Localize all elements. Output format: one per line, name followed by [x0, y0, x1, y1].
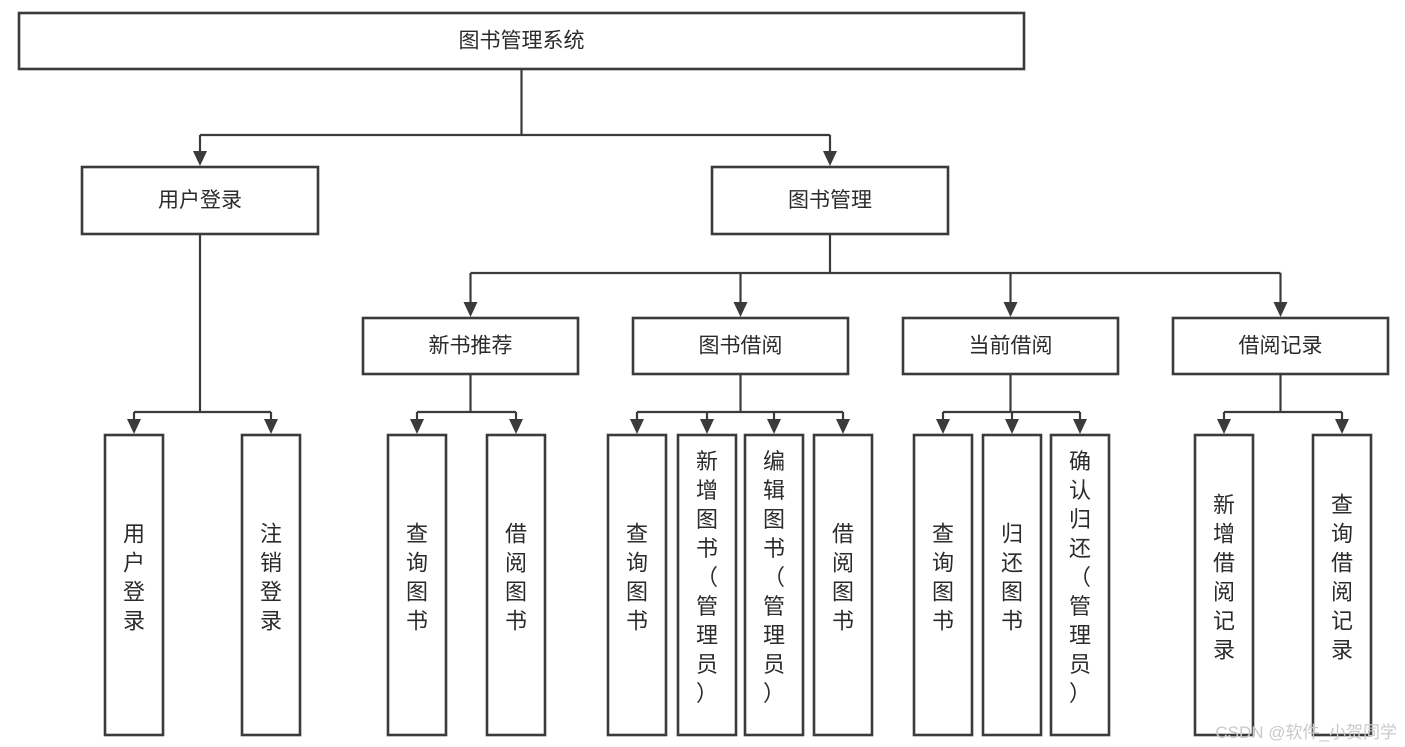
node-l4-a1[interactable]: 用户登录 [103, 433, 165, 737]
node-box [710, 165, 950, 236]
node-label: 归还图书 [1001, 522, 1023, 634]
node-l2-book[interactable]: 图书管理 [710, 165, 950, 236]
node-root[interactable]: 图书管理系统 [17, 11, 1026, 71]
node-label: 借阅记录 [1239, 335, 1323, 358]
arrow-head-icon [767, 419, 781, 434]
node-box [103, 433, 165, 737]
node-l4-c3[interactable]: 编辑图书（管理员） [743, 433, 805, 737]
arrow-head-icon [1073, 419, 1087, 434]
node-label: 查询图书 [932, 522, 954, 634]
node-label: 用户登录 [158, 189, 242, 212]
node-l3-current[interactable]: 当前借阅 [901, 316, 1120, 376]
node-label: 查询借阅记录 [1331, 493, 1353, 663]
node-label: 借阅图书 [832, 522, 854, 634]
node-l4-c1[interactable]: 查询图书 [606, 433, 668, 737]
arrow-head-icon [463, 302, 478, 317]
csdn-watermark: CSDN @软件_小贺同学 [1215, 723, 1397, 742]
node-box [606, 433, 668, 737]
arrow-head-icon [1273, 302, 1288, 317]
node-l4-b2[interactable]: 借阅图书 [485, 433, 547, 737]
node-box [1171, 316, 1390, 376]
node-label: 注销登录 [260, 522, 282, 634]
arrow-head-icon [700, 419, 714, 434]
node-label: 借阅图书 [505, 522, 527, 634]
arrow-head-icon [936, 419, 950, 434]
node-l4-d2[interactable]: 归还图书 [981, 433, 1043, 737]
arrow-head-icon [1335, 419, 1349, 434]
arrow-head-icon [836, 419, 850, 434]
node-label: 用户登录 [123, 522, 145, 634]
node-l4-c2[interactable]: 新增图书（管理员） [676, 433, 738, 737]
node-box [386, 433, 448, 737]
node-box [743, 433, 805, 737]
arrow-head-icon [264, 419, 278, 434]
arrow-head-icon [410, 419, 424, 434]
arrow-head-icon [630, 419, 644, 434]
node-label: 查询图书 [626, 522, 648, 634]
node-label: 新增图书（管理员） [696, 449, 718, 706]
arrow-head-icon [1003, 302, 1018, 317]
node-label: 确认归还（管理员） [1069, 449, 1091, 706]
node-box [812, 433, 874, 737]
node-label: 当前借阅 [969, 335, 1053, 358]
edges-layer [127, 69, 1349, 434]
node-box [240, 433, 302, 737]
node-box [1049, 433, 1111, 737]
node-box [676, 433, 738, 737]
node-l4-e1[interactable]: 新增借阅记录 [1193, 433, 1255, 737]
arrow-head-icon [127, 419, 141, 434]
node-box [912, 433, 974, 737]
node-l3-borrow[interactable]: 图书借阅 [631, 316, 850, 376]
node-label: 新增借阅记录 [1213, 493, 1235, 663]
node-l3-record[interactable]: 借阅记录 [1171, 316, 1390, 376]
node-box [1311, 433, 1373, 737]
node-box [485, 433, 547, 737]
node-label: 编辑图书（管理员） [763, 449, 785, 706]
node-box [361, 316, 580, 376]
node-box [631, 316, 850, 376]
node-label: 新书推荐 [429, 335, 513, 358]
node-l3-newrec[interactable]: 新书推荐 [361, 316, 580, 376]
node-label: 查询图书 [406, 522, 428, 634]
node-l4-b1[interactable]: 查询图书 [386, 433, 448, 737]
node-l4-d3[interactable]: 确认归还（管理员） [1049, 433, 1111, 737]
arrow-head-icon [1217, 419, 1231, 434]
node-l2-login[interactable]: 用户登录 [80, 165, 320, 236]
node-label: 图书借阅 [699, 335, 783, 358]
arrow-head-icon [733, 302, 748, 317]
arrow-head-icon [509, 419, 523, 434]
node-l4-c4[interactable]: 借阅图书 [812, 433, 874, 737]
arrow-head-icon [193, 151, 207, 166]
node-box [1193, 433, 1255, 737]
node-box [901, 316, 1120, 376]
node-l4-e2[interactable]: 查询借阅记录 [1311, 433, 1373, 737]
node-box [981, 433, 1043, 737]
node-box [80, 165, 320, 236]
nodes-layer: 图书管理系统用户登录图书管理新书推荐图书借阅当前借阅借阅记录用户登录注销登录查询… [17, 11, 1390, 737]
node-l4-d1[interactable]: 查询图书 [912, 433, 974, 737]
arrow-head-icon [823, 151, 837, 166]
arrow-head-icon [1005, 419, 1019, 434]
node-label: 图书管理 [788, 189, 872, 212]
node-label: 图书管理系统 [459, 30, 585, 53]
node-box [17, 11, 1026, 71]
node-l4-a2[interactable]: 注销登录 [240, 433, 302, 737]
